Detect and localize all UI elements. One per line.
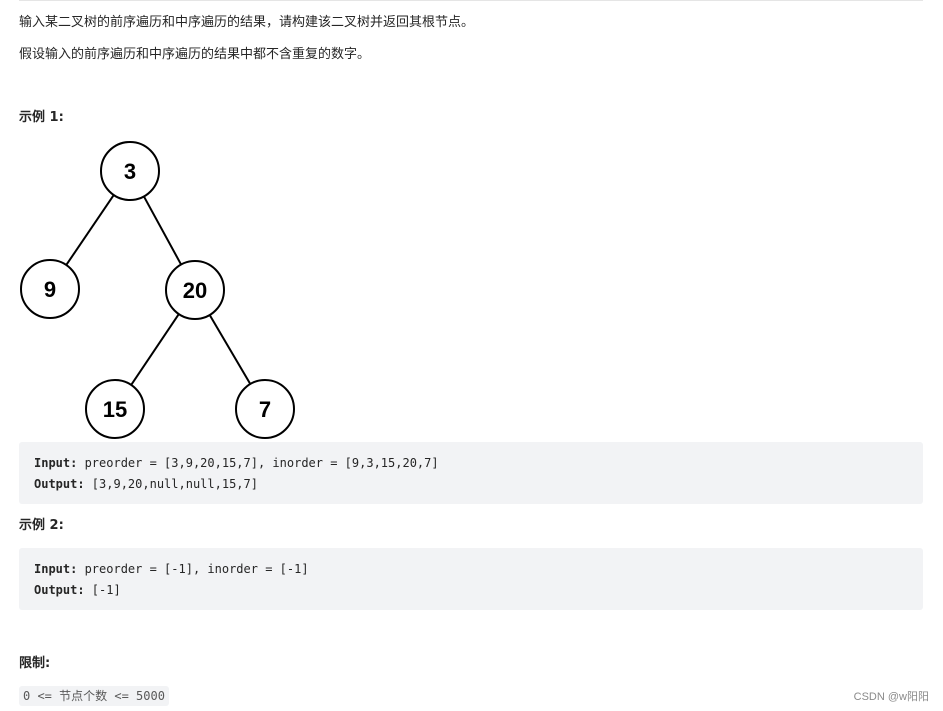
example-1-code-block: Input: preorder = [3,9,20,15,7], inorder… [19, 442, 923, 504]
example-1-output-value: [3,9,20,null,null,15,7] [84, 477, 258, 491]
tree-node: 7 [235, 379, 295, 439]
tree-node-label: 3 [124, 159, 136, 184]
example-1-input-value: preorder = [3,9,20,15,7], inorder = [9,3… [77, 456, 439, 470]
tree-node-circle [235, 379, 295, 439]
binary-tree-diagram: 3 9 20 15 7 [20, 141, 295, 439]
example-2-input-line: Input: preorder = [-1], inorder = [-1] [34, 559, 908, 580]
example-2-input-value: preorder = [-1], inorder = [-1] [77, 562, 309, 576]
example-2-output-value: [-1] [84, 583, 121, 597]
tree-node-label: 9 [44, 277, 56, 302]
tree-edge [208, 314, 252, 385]
example-2-output-label: Output: [34, 583, 85, 597]
constraint-code: 0 <= 节点个数 <= 5000 [19, 686, 169, 706]
tree-node-label: 20 [183, 278, 207, 303]
tree-node-label: 15 [103, 397, 127, 422]
tree-node-circle [20, 259, 80, 319]
tree-edge [143, 195, 182, 266]
example-2-heading: 示例 2: [19, 518, 64, 533]
tree-node-circle [100, 141, 160, 201]
example-1-output-label: Output: [34, 477, 85, 491]
tree-node-label: 7 [259, 397, 271, 422]
constraints-heading: 限制: [19, 656, 51, 671]
example-1-heading: 示例 1: [19, 110, 64, 125]
example-1-output-line: Output: [3,9,20,null,null,15,7] [34, 474, 908, 495]
tree-nodes: 3 9 20 15 7 [20, 141, 295, 439]
tree-node: 20 [165, 260, 225, 320]
problem-assumption: 假设输入的前序遍历和中序遍历的结果中都不含重复的数字。 [19, 47, 371, 62]
example-2-code-block: Input: preorder = [-1], inorder = [-1] O… [19, 548, 923, 610]
problem-description: 输入某二叉树的前序遍历和中序遍历的结果，请构建该二叉树并返回其根节点。 [19, 15, 475, 30]
tree-node-circle [85, 379, 145, 439]
tree-edges [65, 194, 252, 386]
tree-node: 3 [100, 141, 160, 201]
top-divider [19, 0, 923, 1]
tree-edge [65, 194, 115, 266]
example-1-input-line: Input: preorder = [3,9,20,15,7], inorder… [34, 453, 908, 474]
tree-node-circle [165, 260, 225, 320]
tree-node: 9 [20, 259, 80, 319]
example-1-input-label: Input: [34, 456, 78, 470]
tree-node: 15 [85, 379, 145, 439]
tree-edge [130, 313, 180, 386]
csdn-watermark: CSDN @w阳阳 [853, 691, 929, 703]
example-2-output-line: Output: [-1] [34, 580, 908, 601]
example-2-input-label: Input: [34, 562, 78, 576]
